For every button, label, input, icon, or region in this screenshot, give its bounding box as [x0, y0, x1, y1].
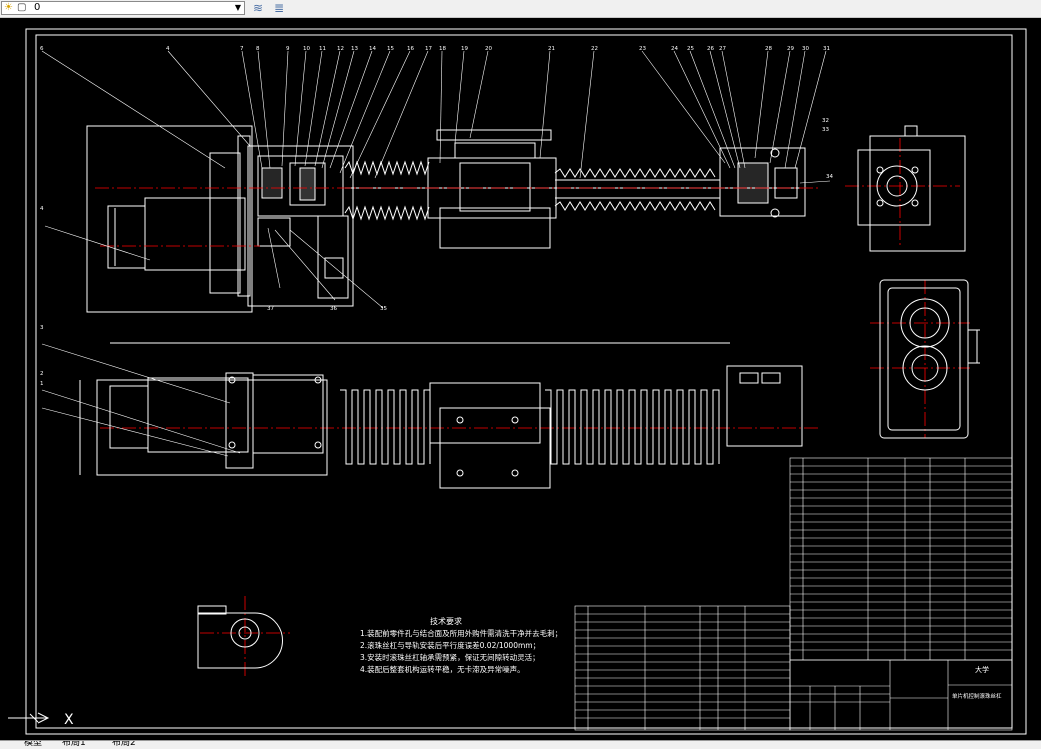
svg-text:21: 21 [548, 46, 555, 52]
center-lines [95, 138, 970, 678]
svg-text:7: 7 [240, 46, 244, 52]
detail-view [197, 605, 283, 669]
chevron-down-icon[interactable]: ▼ [234, 3, 242, 12]
tab-layout2[interactable]: 布局2 [112, 740, 136, 748]
svg-text:36: 36 [330, 306, 337, 312]
svg-text:31: 31 [823, 46, 830, 52]
svg-text:20: 20 [485, 46, 492, 52]
svg-text:10: 10 [303, 46, 310, 52]
svg-text:6: 6 [40, 46, 44, 52]
leader-lines [41, 50, 831, 457]
side-view-upper [857, 125, 966, 252]
svg-text:4: 4 [166, 46, 170, 52]
layout-tabs-bar: 模型 布局1 布局2 [0, 740, 1041, 749]
svg-text:3: 3 [40, 325, 44, 331]
top-view [79, 342, 803, 489]
parts-list-left [574, 605, 791, 731]
layer-dropdown[interactable]: ☀ ▢ 0 ▼ [1, 1, 245, 15]
svg-text:11: 11 [319, 46, 326, 52]
svg-text:16: 16 [407, 46, 414, 52]
svg-text:27: 27 [719, 46, 726, 52]
svg-text:33: 33 [822, 127, 829, 133]
svg-text:25: 25 [687, 46, 694, 52]
svg-text:26: 26 [707, 46, 714, 52]
layer-toolbar: ☀ ▢ 0 ▼ ≋ ≣ [0, 0, 1041, 18]
svg-text:23: 23 [639, 46, 646, 52]
svg-text:37: 37 [267, 306, 274, 312]
tech-item-2: 2.滚珠丝杠与导轨安装后平行度误差0.02/1000mm； [360, 641, 541, 650]
svg-text:12: 12 [337, 46, 344, 52]
svg-text:29: 29 [787, 46, 794, 52]
lock-icon[interactable]: ▢ [17, 2, 27, 13]
svg-text:24: 24 [671, 46, 678, 52]
svg-text:1: 1 [40, 381, 44, 387]
tech-title: 技术要求 [430, 617, 462, 626]
svg-text:30: 30 [802, 46, 809, 52]
drawing-name: 单片机控制滚珠丝杠 [952, 692, 1002, 700]
ucs-x-label: X [64, 712, 74, 728]
svg-text:34: 34 [826, 174, 833, 180]
tech-item-3: 3.安装时滚珠丝杠轴承需预紧，保证无间隙转动灵活； [360, 653, 540, 662]
svg-text:15: 15 [387, 46, 394, 52]
outer-frame [25, 28, 1027, 735]
svg-text:32: 32 [822, 118, 829, 124]
side-view-lower [879, 279, 980, 439]
layer-states-icon[interactable]: ≣ [273, 1, 285, 15]
svg-text:14: 14 [369, 46, 376, 52]
svg-text:28: 28 [765, 46, 772, 52]
tab-model[interactable]: 模型 [24, 740, 43, 748]
svg-text:9: 9 [286, 46, 290, 52]
layer-properties-icon[interactable]: ≋ [252, 1, 264, 15]
svg-text:17: 17 [425, 46, 432, 52]
svg-text:22: 22 [591, 46, 598, 52]
svg-text:35: 35 [380, 306, 387, 312]
title-block [789, 659, 1013, 731]
main-section-view [86, 125, 806, 313]
sun-icon[interactable]: ☀ [4, 2, 13, 13]
svg-text:2: 2 [40, 371, 44, 377]
svg-text:8: 8 [256, 46, 260, 52]
tech-item-4: 4.装配后整套机构运转平稳，无卡滞及异常噪声。 [360, 665, 525, 674]
svg-text:4: 4 [40, 206, 44, 212]
tech-item-1: 1.装配前零件孔与结合面及所用外购件需清洗干净并去毛刺； [360, 629, 563, 638]
parts-list-right [789, 457, 1013, 661]
inner-frame [35, 34, 1013, 729]
tab-layout1[interactable]: 布局1 [62, 740, 86, 748]
layer-name: 0 [34, 2, 41, 13]
svg-text:19: 19 [461, 46, 468, 52]
svg-text:13: 13 [351, 46, 358, 52]
company-name: 大学 [975, 665, 989, 674]
ucs-icon [8, 712, 50, 724]
svg-text:18: 18 [439, 46, 446, 52]
